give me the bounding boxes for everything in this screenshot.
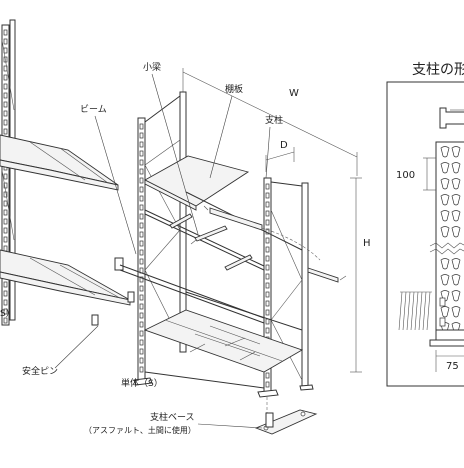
left-rack-partial: S） (0, 19, 135, 326)
main-rack: W D H (119, 68, 371, 435)
label-shichu: 支柱 (265, 114, 283, 126)
left-s-label: S） (0, 308, 15, 319)
label-shichu-base-note: （アスファルト、土間に使用） (84, 425, 196, 435)
dim-pitch: 100 (396, 170, 415, 181)
dim-h: H (363, 238, 371, 249)
label-koryo: 小梁 (143, 61, 161, 73)
dim-w: W (289, 88, 299, 99)
label-shichu-base: 支柱ベース (150, 411, 195, 423)
label-tanaita: 棚板 (225, 83, 243, 95)
post-profile-panel: 支柱の形 100 75 (386, 62, 464, 387)
labels: 小梁 棚板 ビーム 支柱 安全ピン 単体（S） 支柱ベース （アスファルト、土間… (22, 61, 283, 435)
dim-d: D (280, 140, 288, 151)
label-beam: ビーム (80, 104, 107, 115)
dim-post-width: 75 (446, 361, 459, 372)
label-anzen-pin: 安全ピン (22, 365, 58, 377)
label-tantai: 単体（S） (121, 377, 163, 389)
panel-title: 支柱の形 (412, 62, 464, 78)
